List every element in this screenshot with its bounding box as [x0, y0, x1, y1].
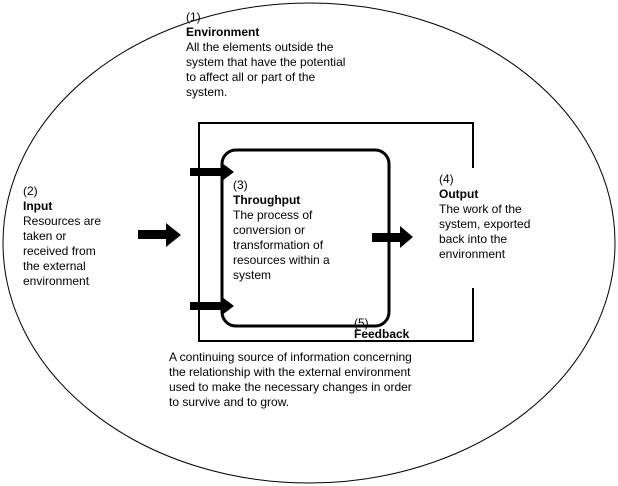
environment-number: (1): [186, 10, 201, 24]
feedback-description: A continuing source of information conce…: [169, 350, 412, 410]
output-line: system, exported: [439, 217, 531, 231]
environment-title: Environment: [186, 25, 260, 39]
input-line: environment: [23, 274, 90, 288]
feedback-number: (5): [354, 316, 369, 330]
output-line: back into the: [439, 232, 508, 246]
output-number: (4): [439, 172, 454, 186]
feedback-loop-line: [198, 122, 474, 342]
environment-label: (1) Environment All the elements outside…: [186, 10, 345, 100]
output-line: The work of the: [439, 202, 522, 216]
throughput-label: (3) Throughput The process of conversion…: [233, 178, 330, 283]
environment-line: system that have the potential: [186, 55, 346, 69]
input-title: Input: [23, 199, 53, 213]
input-line: taken or: [23, 229, 67, 243]
throughput-line: conversion or: [233, 223, 306, 237]
feedback-line: the relationship with the external envir…: [169, 365, 411, 379]
environment-line: to affect all or part of the: [186, 70, 316, 84]
input-line: the external: [23, 259, 86, 273]
throughput-title: Throughput: [233, 193, 301, 207]
throughput-line: The process of: [233, 208, 313, 222]
environment-line: system.: [186, 85, 228, 99]
input-line: received from: [23, 244, 96, 258]
feedback-line: to survive and to grow.: [169, 395, 290, 409]
throughput-line: system: [233, 268, 272, 282]
throughput-line: resources within a: [233, 253, 330, 267]
environment-line: All the elements outside the: [186, 40, 334, 54]
output-line: environment: [439, 247, 506, 261]
feedback-line: A continuing source of information conce…: [169, 350, 412, 364]
throughput-number: (3): [233, 178, 248, 192]
output-label: (4) Output The work of the system, expor…: [439, 172, 530, 262]
feedback-line: used to make the necessary changes in or…: [169, 380, 412, 394]
feedback-heading: (5) Feedback: [354, 316, 409, 342]
throughput-line: transformation of: [233, 238, 324, 252]
output-arrow: [372, 226, 413, 248]
feedback-arrow-top: [190, 163, 234, 181]
input-arrow: [138, 223, 181, 247]
feedback-title: Feedback: [354, 327, 410, 341]
input-number: (2): [23, 184, 38, 198]
feedback-arrow-bottom: [190, 297, 234, 315]
input-line: Resources are: [23, 214, 102, 228]
output-title: Output: [439, 187, 479, 201]
input-label: (2) Input Resources are taken or receive…: [23, 184, 101, 289]
